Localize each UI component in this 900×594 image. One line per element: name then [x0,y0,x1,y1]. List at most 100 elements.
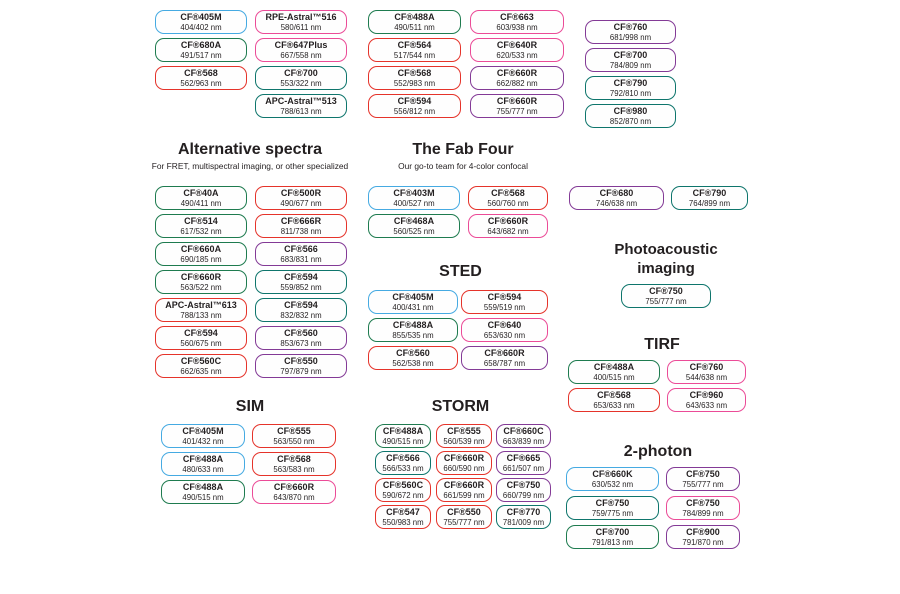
dye-name-label: CF®665 [506,453,541,463]
dye-name-label: CF®680A [180,40,222,50]
dye-name-label: CF®750 [506,480,541,490]
dye-name-label: CF®750 [595,498,630,508]
dye-name-label: CF®980 [613,106,648,116]
section-title: SIM [235,398,265,415]
dye-wavelength-value: 559/519 nm [483,303,526,312]
dye-wavelength-value: 563/550 nm [273,437,315,446]
dye-name-label: CF®700 [284,68,318,78]
section-tirf-header: TIRF [592,336,732,354]
dye-wavelength-value: 491/517 nm [180,51,222,60]
dye-name-label: CF®514 [184,216,218,226]
dye-wavelength-value: 643/682 nm [487,227,529,236]
dye-name-label: CF®663 [500,12,534,22]
dye-wavelength-value: 852/870 nm [609,117,652,126]
section-title: 2-photon [623,443,693,460]
dye-name-label: CF®660R [487,216,529,226]
section-title: TIRF [644,336,680,353]
dye-name-label: CF®750 [649,286,683,296]
dye-wavelength-value: 566/533 nm [382,464,424,473]
dye-name-label: CF®560C [382,480,424,490]
dye-name-label: CF®547 [386,507,420,517]
dye-wavelength-value: 562/538 nm [392,359,434,368]
dye-wavelength-value: 755/777 nm [443,518,485,527]
dye-name-label: CF®666R [280,216,322,226]
dye-wavelength-value: 662/882 nm [496,79,538,88]
dye-name-label: CF®770 [506,507,541,517]
dye-name-label: CF®594 [397,96,432,106]
dye-wavelength-value: 797/879 nm [280,367,322,376]
dye-name-label: CF®700 [613,50,648,60]
dye-name-label: CF®640R [496,40,538,50]
dye-wavelength-value: 755/777 nm [496,107,538,116]
dye-wavelength-value: 552/983 nm [393,79,436,88]
dye-wavelength-value: 563/583 nm [273,465,315,474]
dye-name-label: CF®594 [284,272,318,282]
dye-wavelength-value: 630/532 nm [591,480,634,489]
dye-name-label: CF®960 [689,390,724,400]
dye-name-label: CF®468A [393,216,435,226]
section-title: STORM [431,398,490,415]
dye-wavelength-value: 788/613 nm [280,107,322,116]
dye-name-label: CF®660R [496,68,538,78]
dye-name-label: CF®760 [689,362,724,372]
dye-wavelength-value: 764/899 nm [688,199,731,208]
dye-name-label: CF®790 [692,188,727,198]
dye-name-label: CF®750 [686,498,720,508]
dye-wavelength-value: 667/558 nm [280,51,322,60]
dye-wavelength-value: 788/133 nm [180,311,222,320]
dye-wavelength-value: 658/787 nm [483,359,526,368]
dye-name-label: CF®488A [382,426,424,436]
dye-wavelength-value: 490/677 nm [280,199,322,208]
dye-name-label: CF®405M [180,12,222,22]
dye-wavelength-value: 401/432 nm [182,437,224,446]
dye-wavelength-value: 690/185 nm [180,255,222,264]
section-title: Photoacoustic imaging [614,241,718,277]
dye-wavelength-value: 663/839 nm [502,437,545,446]
dye-wavelength-value: 559/852 nm [280,283,322,292]
dye-name-label: CF®660K [592,469,633,479]
dye-wavelength-value: 660/590 nm [443,464,485,473]
dye-wavelength-value: 556/812 nm [393,107,436,116]
dye-wavelength-value: 490/515 nm [182,493,224,502]
